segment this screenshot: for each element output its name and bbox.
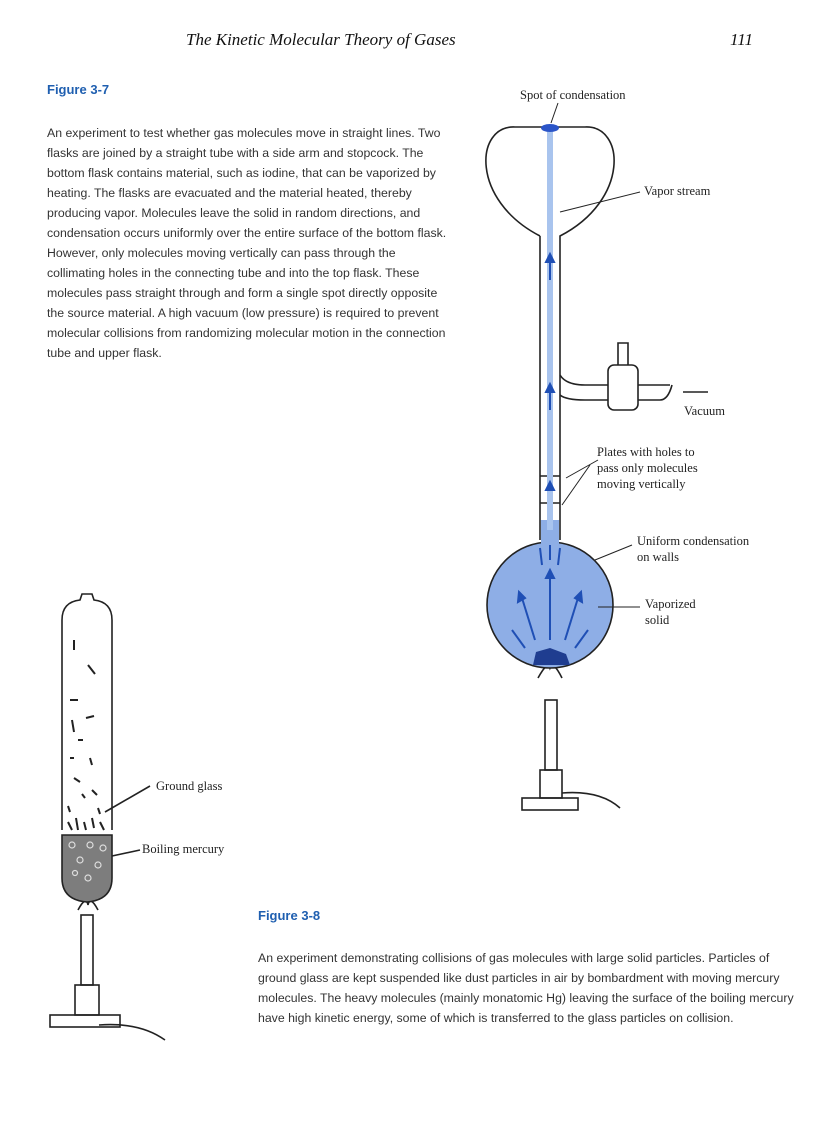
molecule-arrows [511,251,589,649]
burner-base [521,797,579,811]
label-vacuum: Vacuum [684,404,725,418]
burner-base-small [49,1014,121,1028]
condensation-spot [541,124,559,132]
vaporized-solid [533,648,570,665]
stopcock [607,364,639,411]
figure-3-8-caption: An experiment demonstrating collisions o… [258,951,794,1025]
mercury-bubbles [68,841,107,882]
label-boiling-mercury: Boiling mercury [142,842,225,856]
label-vapor-stream: Vapor stream [644,184,711,198]
label-vaporized-solid-line-2: solid [645,613,670,627]
figure-3-8-label: Figure 3-8 [258,908,321,923]
label-plates-line-2: pass only molecules [597,461,698,475]
label-spot-of-condensation: Spot of condensation [520,88,626,102]
label-plates-line-3: moving vertically [597,477,686,491]
figure-3-7-label: Figure 3-7 [47,82,110,97]
side-arm [559,374,608,401]
label-uniform-condensation-line-2: on walls [637,550,680,564]
running-title: The Kinetic Molecular Theory of Gases [186,30,456,49]
label-ground-glass: Ground glass [156,779,223,793]
boiling-mercury [61,834,113,903]
vapor-stream [547,130,553,530]
label-vaporized-solid-line-1: Vaporized [645,597,696,611]
page-number: 111 [730,30,753,49]
burner-mount-small [77,900,99,911]
label-uniform-condensation-line-1: Uniform condensation [637,534,750,548]
figure-3-7-caption: An experiment to test whether gas molecu… [47,126,447,360]
ground-glass-particles [67,640,105,831]
label-plates-line-1: Plates with holes to [597,445,695,459]
test-tube [61,593,113,830]
